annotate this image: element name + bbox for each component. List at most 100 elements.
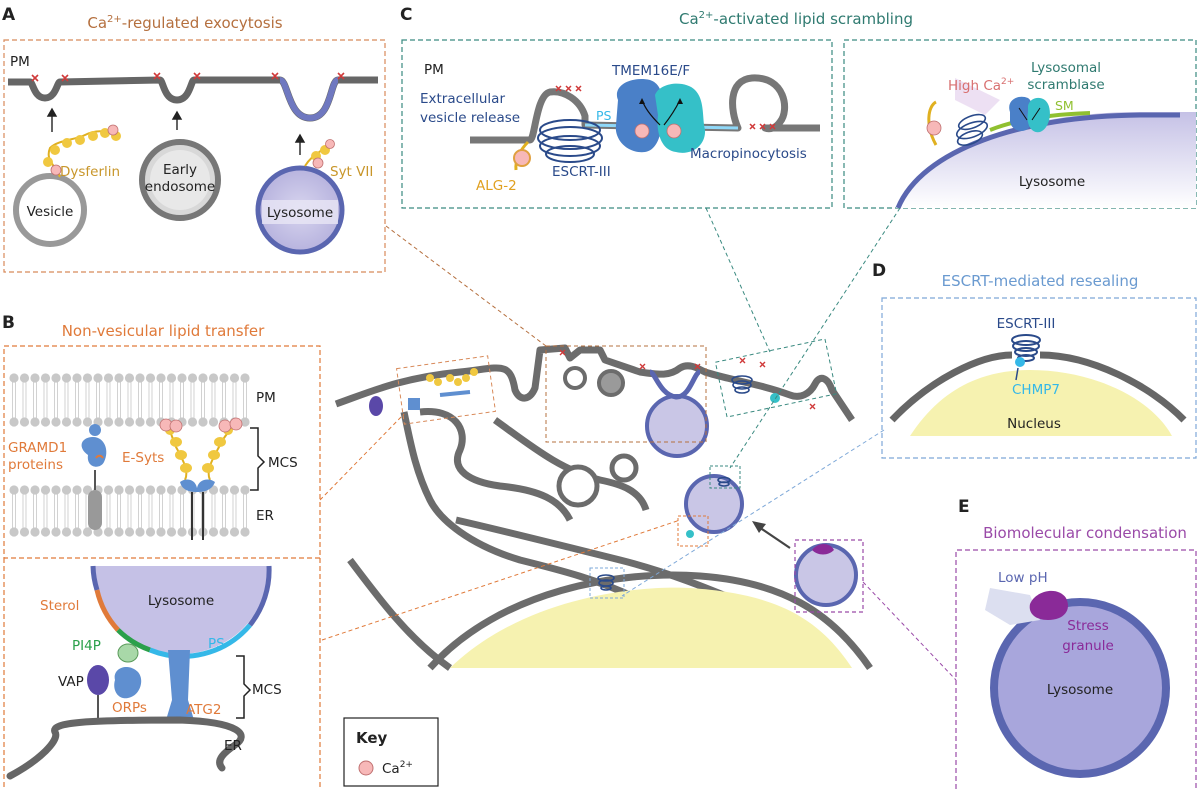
early-endosome-label-1: Early (163, 162, 197, 178)
er-label: ER (256, 508, 274, 524)
lipid-tail (54, 382, 58, 418)
ev-label-1: Extracellular (420, 91, 505, 107)
early-endosome (597, 369, 625, 397)
stress-granule (812, 544, 834, 555)
ev-label-2: vesicle release (420, 110, 520, 126)
lipid-head (124, 485, 135, 495)
panel-frame-lower (3, 558, 321, 789)
tmem16-dimer (615, 79, 706, 153)
nuclear-envelope (427, 571, 873, 671)
lipid-head (229, 373, 240, 383)
lipid-head (219, 373, 229, 383)
ps-domain (149, 623, 252, 659)
lipid-head (156, 527, 166, 537)
lipid-head (51, 373, 61, 383)
er-label-2: ER (224, 738, 242, 754)
gramd1-label-2: proteins (8, 457, 63, 473)
panel-title: Ca2+-regulated exocytosis (87, 14, 282, 32)
lipid-tail (12, 382, 16, 418)
lipid-head (103, 373, 114, 383)
lipid-tail (138, 494, 142, 528)
lipid-head (19, 527, 30, 537)
lipid-head (114, 485, 124, 495)
orps-label: ORPs (112, 700, 147, 716)
lipid-head (114, 417, 124, 427)
lipid-head (19, 373, 30, 383)
lipid-tail (33, 382, 37, 418)
lysosome (896, 112, 1196, 208)
lipid-head (124, 527, 135, 537)
lipid-tail (12, 494, 16, 528)
pm-bilayer (9, 373, 250, 427)
er-tubule-2 (419, 408, 574, 522)
lipid-head (135, 485, 145, 495)
lipid-head (240, 485, 250, 495)
low-ph-glow (985, 588, 1040, 625)
lipid-head (124, 373, 135, 383)
sterol-label: Sterol (40, 598, 79, 614)
lipid-tail (159, 494, 163, 528)
high-ca-label: High Ca2+ (948, 77, 1014, 94)
lipid-head (145, 485, 156, 495)
vap-label: VAP (58, 674, 84, 690)
inset-box-d (589, 567, 625, 599)
lipid-head (166, 485, 177, 495)
lipid-tail (232, 494, 237, 528)
pi4p-domain (116, 628, 151, 653)
orp-protein (114, 666, 142, 699)
lipid-head (145, 417, 156, 427)
vesicle (556, 464, 600, 508)
lipid-head (166, 527, 177, 537)
lipid-head (240, 417, 250, 427)
sm-label: SM (1055, 98, 1074, 113)
lipid-tail (211, 382, 216, 418)
lipid-head (61, 527, 72, 537)
lipid-head (187, 373, 198, 383)
lipid-tail (43, 494, 48, 528)
lipid-head (208, 527, 219, 537)
lipid-head (135, 527, 145, 537)
lipid-head (103, 417, 114, 427)
stress-granule-label-2: granule (1062, 638, 1114, 654)
lipid-head (135, 373, 145, 383)
mcs-brace-2 (236, 655, 252, 719)
lipid-head (72, 373, 82, 383)
lipid-head (51, 527, 61, 537)
ca-key-label: Ca2+ (382, 760, 413, 777)
lipid-head (30, 527, 40, 537)
stress-granule-label-1: Stress (1067, 618, 1109, 634)
high-ca-glow (955, 78, 1000, 115)
lipid-head (145, 373, 156, 383)
damaged-lysosome (684, 474, 744, 534)
lipid-head (229, 527, 240, 537)
lysosome-label: Lysosome (1019, 174, 1085, 190)
lipid-head (9, 417, 19, 427)
vesicle (13, 173, 87, 247)
lipid-tail (201, 494, 205, 528)
lipid-head (30, 485, 40, 495)
lipid-head (114, 527, 124, 537)
panel-a: A Ca2+-regulated exocytosis PM Vesicle (2, 5, 386, 273)
lipid-tail (211, 494, 216, 528)
lipid-head (93, 373, 103, 383)
panel-c: C Ca2+-activated lipid scrambling PM ESC… (400, 5, 1197, 209)
lipid-tail (159, 382, 163, 418)
nucleus (910, 370, 1172, 436)
vap-protein (369, 396, 383, 416)
lipid-tail (222, 382, 226, 418)
lipid-head (9, 485, 19, 495)
pi4p-label: PI4P (72, 638, 101, 654)
lipid-head (187, 417, 198, 427)
escrt-label: ESCRT-III (552, 164, 611, 180)
lipid-head (240, 527, 250, 537)
lipid-tail (138, 382, 142, 418)
lipid-head (82, 417, 93, 427)
lipid-tail (190, 382, 195, 418)
lipid-head (40, 485, 51, 495)
exocytic-lysosome (645, 394, 709, 458)
mcs-label-2: MCS (252, 682, 282, 698)
lipid-tail (75, 382, 79, 418)
escrt-iii-coil (597, 375, 753, 591)
panel-letter: C (400, 5, 412, 25)
